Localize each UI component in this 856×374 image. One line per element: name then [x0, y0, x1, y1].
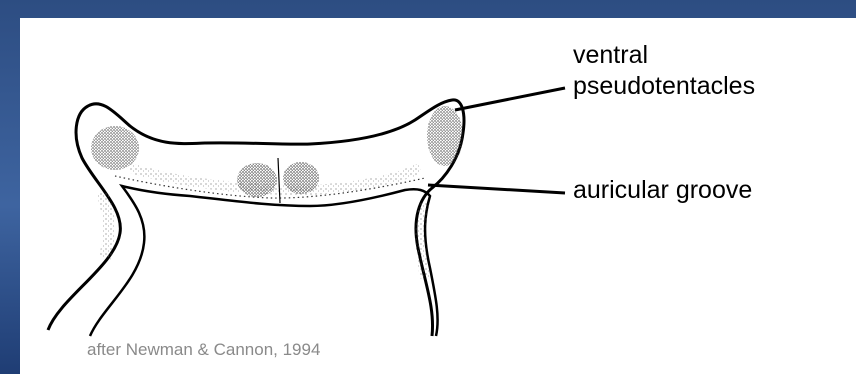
figure-panel: ventral pseudotentacles auricular groove… [20, 18, 856, 374]
auricular-groove-label: auricular groove [573, 175, 752, 205]
ventral-label: ventral [573, 40, 648, 70]
figure-credit: after Newman & Cannon, 1994 [87, 340, 320, 360]
midline-groove [278, 158, 280, 203]
body-outline-inner [90, 186, 438, 336]
pseudotentacles-label: pseudotentacles [573, 71, 755, 101]
auricular-groove-leader [428, 185, 565, 193]
right-pseudotentacle-shading [427, 106, 463, 166]
ventral-pseudotentacles-leader [455, 88, 565, 110]
